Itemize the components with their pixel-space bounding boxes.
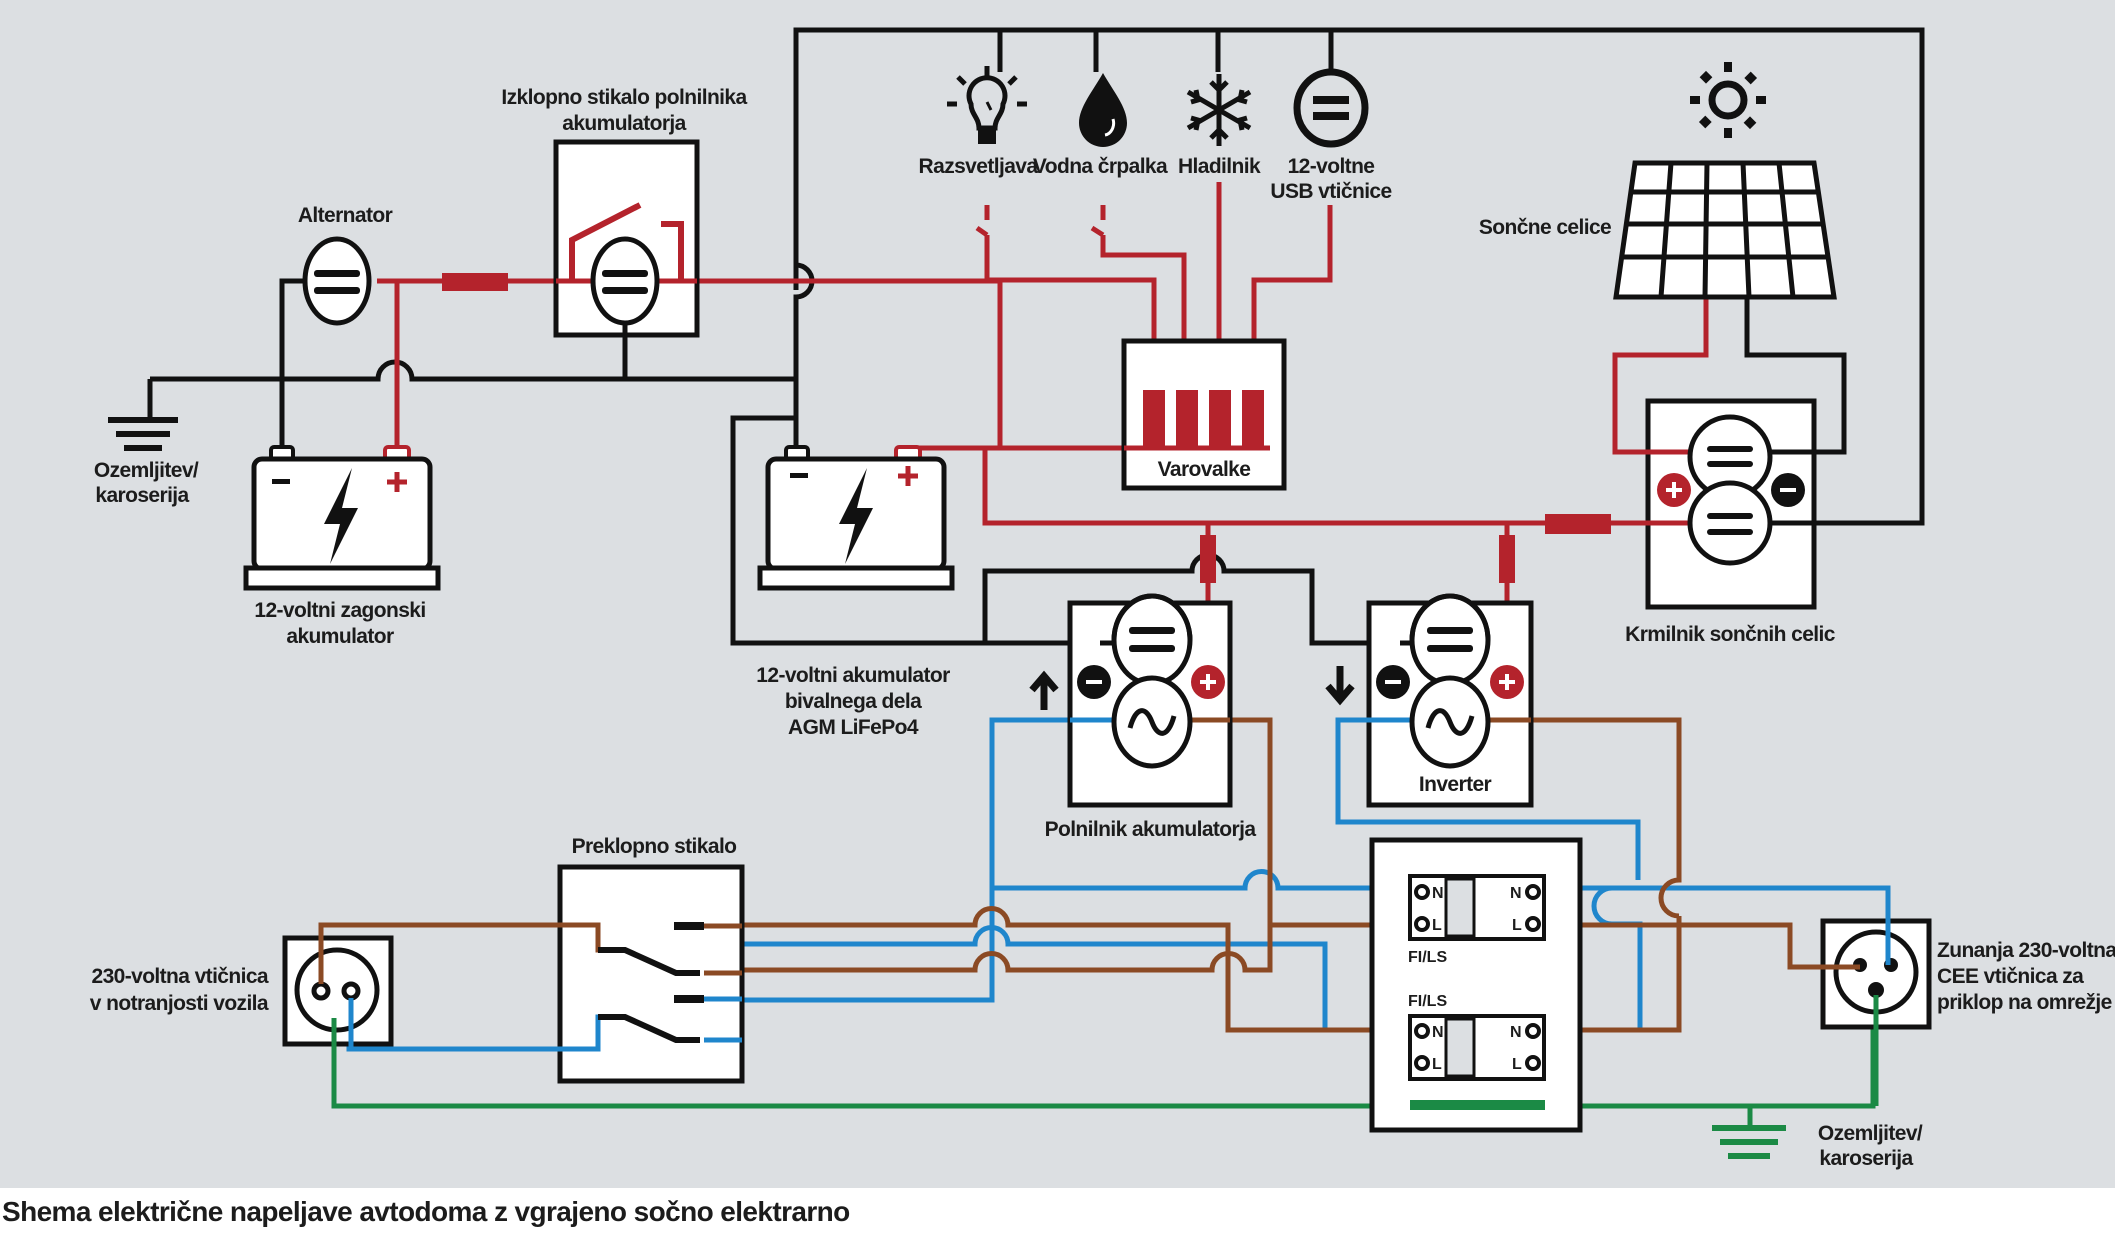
minus-sign (790, 473, 808, 478)
rcd-lower-label: FI/LS (1408, 993, 1447, 1010)
terminal-n: N (1510, 885, 1522, 902)
terminal-n: N (1432, 1024, 1444, 1041)
transfer-switch-label: Preklopno stikalo (572, 835, 737, 858)
solar-controller-label: Krmilnik sončnih celic (1625, 623, 1836, 646)
inner-socket-label-line1: 230-voltna vtičnica (91, 965, 268, 988)
fuse-inverter (1499, 535, 1515, 583)
outer-socket (1790, 888, 1932, 1106)
ground-right-label-line1: Ozemljitev/ (1818, 1122, 1923, 1145)
house-battery-label-line1: 12-voltni akumulator (756, 664, 950, 687)
starter-battery-label-line1: 12-voltni zagonski (254, 599, 425, 622)
battery-charger-label: Polnilnik akumulatorja (1045, 818, 1257, 841)
fuses-label: Varovalke (1158, 458, 1251, 481)
plus-sign (898, 466, 918, 486)
inline-fuses (442, 273, 1611, 583)
fuse-charger (1200, 535, 1216, 583)
rcd-lower: N L N L (1408, 1014, 1546, 1081)
solar-panel-icon (1613, 160, 1837, 300)
lighting-label: Razsvetljava (919, 155, 1039, 178)
terminal-l: L (1432, 917, 1442, 934)
solar-cells-label: Sončne celice (1479, 216, 1611, 239)
diagram-canvas: Alternator Izklopno stikalo polnilnika a… (90, 27, 2115, 1170)
transfer-switch (321, 864, 745, 1084)
house-battery-label-line2: bivalnega dela (785, 690, 922, 713)
figure-caption: Shema električne napeljave avtodoma z vg… (2, 1196, 850, 1227)
solar-controller (1611, 398, 1922, 610)
arrow-down-icon (1325, 666, 1355, 706)
lightbulb-icon (947, 66, 1027, 144)
distribution-box: N L N L FI/LS FI/LS N L N L (1369, 837, 1583, 1133)
house-battery-label-line3: AGM LiFePo4 (788, 716, 919, 739)
alternator-label: Alternator (298, 204, 393, 227)
battery-charger (1067, 593, 1233, 808)
inverter-label: Inverter (1419, 773, 1492, 796)
starter-battery-label-line2: akumulator (286, 625, 394, 648)
fridge-label: Hladilnik (1178, 155, 1261, 178)
wiring-diagram: Alternator Izklopno stikalo polnilnika a… (0, 0, 2115, 1188)
fuse-alternator (442, 273, 508, 291)
ground-right-label-line2: karoserija (1819, 1147, 1913, 1170)
terminal-l: L (1512, 1056, 1522, 1073)
inner-socket-label-line2: v notranjosti vozila (90, 992, 269, 1015)
terminal-n: N (1432, 885, 1444, 902)
ground-left-label-line2: karoserija (95, 484, 189, 507)
terminal-n: N (1510, 1024, 1522, 1041)
terminal-l: L (1432, 1056, 1442, 1073)
house-battery (757, 445, 955, 591)
water-pump-label: Vodna črpalka (1033, 155, 1168, 178)
rcd-upper: N L N L (1408, 874, 1546, 941)
cutoff-switch-label-line1: Izklopno stikalo polnilnika (501, 86, 747, 109)
outer-socket-label-line1: Zunanja 230-voltna (1937, 939, 2115, 962)
dc-circle-icon (1293, 68, 1369, 148)
snowflake-icon (1186, 74, 1252, 146)
minus-sign (272, 479, 290, 484)
fuse-box (1121, 338, 1287, 491)
plus-sign (387, 472, 407, 492)
cutoff-switch-label-line2: akumulatorja (562, 112, 686, 135)
outer-socket-label-line3: priklop na omrežje (1937, 991, 2112, 1014)
usb-label-line2: USB vtičnice (1270, 180, 1391, 203)
starter-battery (243, 445, 441, 591)
ground-left-label-line1: Ozemljitev/ (94, 459, 199, 482)
terminal-l: L (1512, 917, 1522, 934)
inner-socket (282, 925, 394, 1106)
cutoff-switch (553, 139, 700, 338)
fuse-solar (1545, 514, 1611, 534)
water-drop-icon (1079, 73, 1127, 147)
alternator (302, 236, 372, 326)
rcd-upper-label: FI/LS (1408, 949, 1447, 966)
sun-icon (1690, 62, 1766, 138)
outer-socket-label-line2: CEE vtičnica za (1937, 965, 2084, 988)
arrow-up-icon (1029, 670, 1059, 710)
inverter (1338, 593, 1534, 808)
usb-label-line1: 12-voltne (1288, 155, 1375, 178)
